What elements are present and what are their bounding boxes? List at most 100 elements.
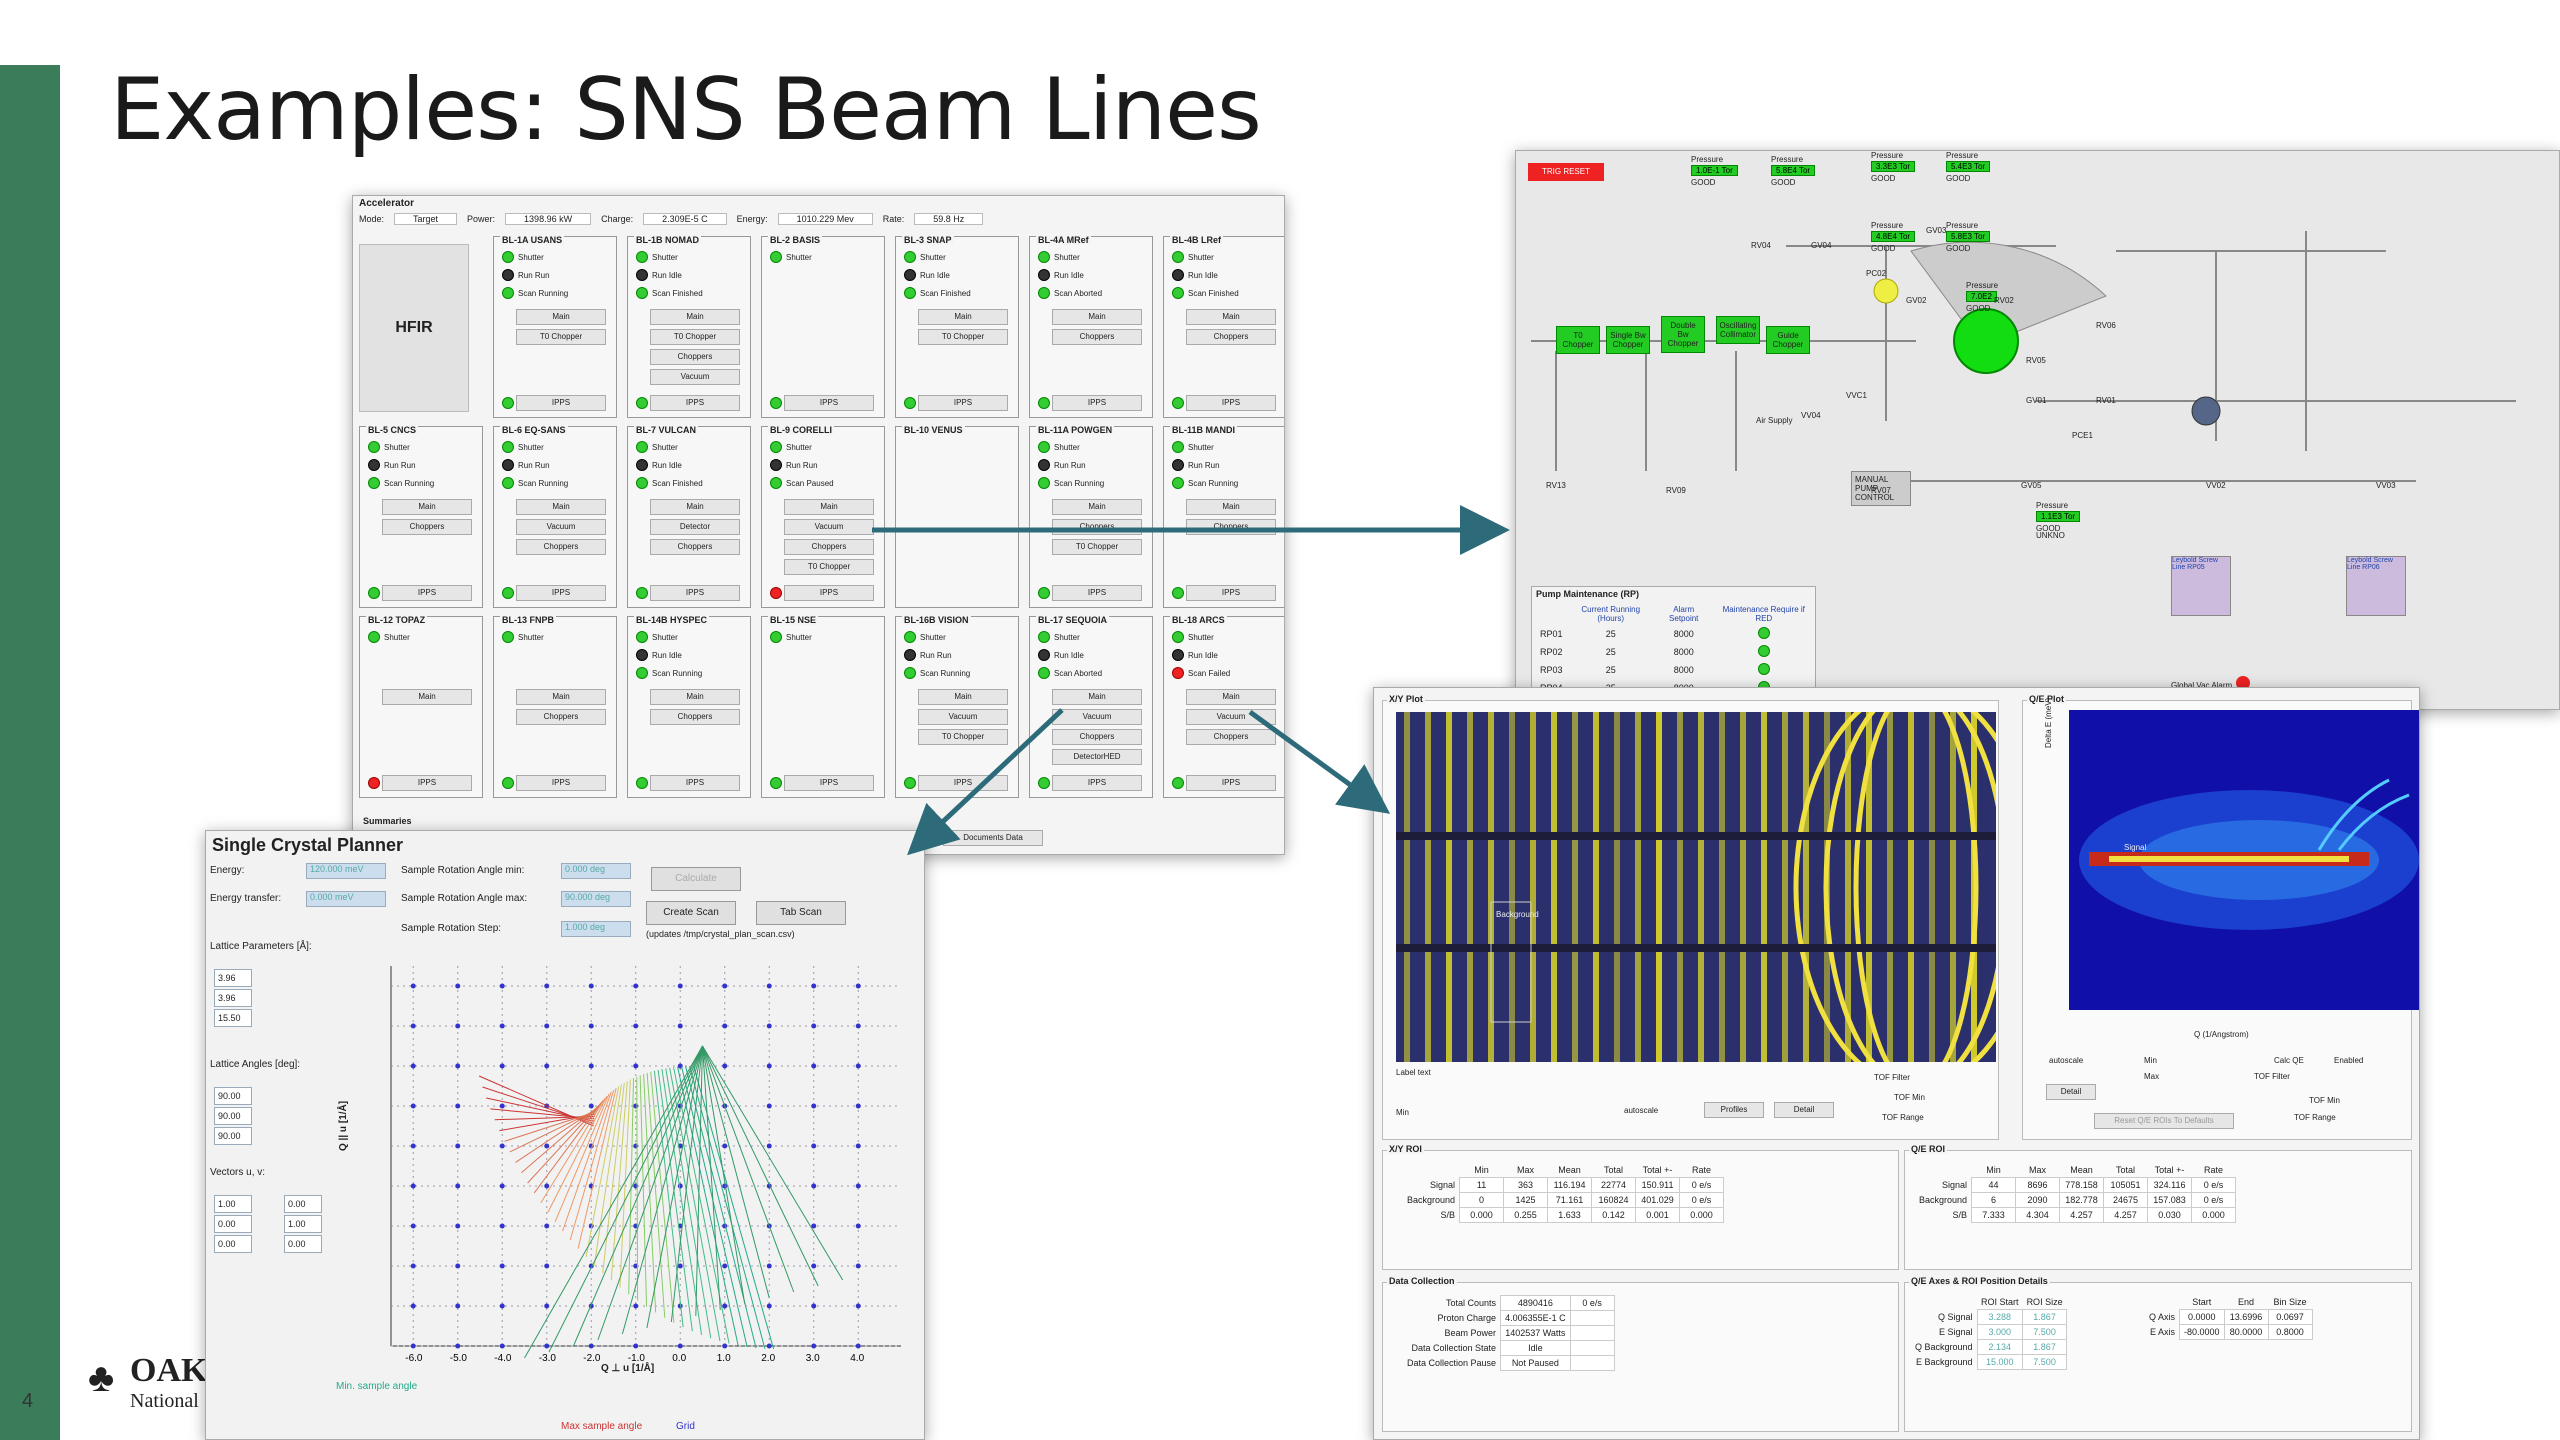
summary-button[interactable]: Documents Data <box>943 830 1043 846</box>
ipps-button[interactable]: IPPS <box>1186 395 1276 411</box>
beamline-button[interactable]: Main <box>516 689 606 705</box>
beamline-button[interactable]: Vacuum <box>784 519 874 535</box>
beamline-button[interactable]: Choppers <box>650 709 740 725</box>
reset-qe-rois-button[interactable]: Reset Q/E ROIs To Defaults <box>2094 1113 2234 1129</box>
ipps-button[interactable]: IPPS <box>1052 585 1142 601</box>
matrix-cell[interactable]: 90.00 <box>214 1107 252 1125</box>
beamline-button[interactable]: Choppers <box>516 709 606 725</box>
beamline-button[interactable]: Choppers <box>1052 729 1142 745</box>
beamline-button[interactable]: Main <box>918 689 1008 705</box>
ipps-button[interactable]: IPPS <box>650 585 740 601</box>
ipps-button[interactable]: IPPS <box>516 775 606 791</box>
calc-qe-enabled[interactable]: Enabled <box>2334 1056 2364 1065</box>
hfir-button[interactable]: HFIR <box>359 244 469 412</box>
pump-status-icon <box>1757 663 1770 675</box>
beamline-button[interactable]: Detector <box>650 519 740 535</box>
beamline-button[interactable]: Main <box>516 499 606 515</box>
matrix-cell[interactable]: 90.00 <box>214 1087 252 1105</box>
ipps-button[interactable]: IPPS <box>1186 775 1276 791</box>
ipps-button[interactable]: IPPS <box>516 395 606 411</box>
matrix-cell[interactable]: 0.00 <box>214 1235 252 1253</box>
beamline-button[interactable]: Main <box>382 689 472 705</box>
beamline-button[interactable]: Main <box>1052 309 1142 325</box>
matrix-cell[interactable]: 0.00 <box>284 1195 322 1213</box>
ipps-button[interactable]: IPPS <box>516 585 606 601</box>
beamline-button[interactable]: Main <box>516 309 606 325</box>
beamline-button[interactable]: Choppers <box>1052 329 1142 345</box>
ipps-button[interactable]: IPPS <box>1052 775 1142 791</box>
xy-autoscale[interactable]: autoscale <box>1624 1106 1659 1115</box>
status-light-icon <box>1172 667 1184 679</box>
qe-autoscale[interactable]: autoscale <box>2049 1056 2084 1065</box>
beamline-button[interactable]: Vacuum <box>650 369 740 385</box>
beamline-button[interactable]: Choppers <box>1186 729 1276 745</box>
ipps-button[interactable]: IPPS <box>784 395 874 411</box>
beamline-button[interactable]: Main <box>650 499 740 515</box>
ipps-button[interactable]: IPPS <box>650 775 740 791</box>
matrix-cell[interactable]: 3.96 <box>214 989 252 1007</box>
matrix-cell[interactable]: 0.00 <box>284 1235 322 1253</box>
energy-transfer-field[interactable]: 0.000 meV <box>306 891 386 907</box>
xy-detector-image[interactable] <box>1396 712 1996 1062</box>
matrix-cell[interactable]: 1.00 <box>284 1215 322 1233</box>
beamline-button[interactable]: T0 Chopper <box>650 329 740 345</box>
beamline-button[interactable]: Choppers <box>382 519 472 535</box>
status-line: Shutter <box>904 251 946 263</box>
xy-detail-button[interactable]: Detail <box>1774 1102 1834 1118</box>
beamline-button[interactable]: T0 Chopper <box>918 329 1008 345</box>
create-scan-button[interactable]: Create Scan <box>646 901 736 925</box>
ipps-button[interactable]: IPPS <box>382 775 472 791</box>
ipps-button[interactable]: IPPS <box>382 585 472 601</box>
ipps-button[interactable]: IPPS <box>784 775 874 791</box>
beamline-button[interactable]: Main <box>784 499 874 515</box>
calculate-button[interactable]: Calculate <box>651 867 741 891</box>
beamline-button[interactable]: T0 Chopper <box>516 329 606 345</box>
qe-min-label: Min <box>2144 1056 2157 1065</box>
beamline-button[interactable]: T0 Chopper <box>1052 539 1142 555</box>
profiles-button[interactable]: Profiles <box>1704 1102 1764 1118</box>
beamline-button[interactable]: T0 Chopper <box>918 729 1008 745</box>
beamline-button[interactable]: Main <box>918 309 1008 325</box>
rotation-step-field[interactable]: 1.000 deg <box>561 921 631 937</box>
qe-detail-button[interactable]: Detail <box>2046 1084 2096 1100</box>
ipps-button[interactable]: IPPS <box>650 395 740 411</box>
ipps-light-icon <box>1172 397 1184 409</box>
matrix-cell[interactable]: 3.96 <box>214 969 252 987</box>
rotation-min-field[interactable]: 0.000 deg <box>561 863 631 879</box>
beamline-button[interactable]: Choppers <box>650 539 740 555</box>
beamline-button[interactable]: Main <box>1186 309 1276 325</box>
ipps-light-icon <box>770 587 782 599</box>
tab-scan-button[interactable]: Tab Scan <box>756 901 846 925</box>
beamline-button[interactable]: DetectorHED <box>1052 749 1142 765</box>
beamline-button[interactable]: T0 Chopper <box>784 559 874 575</box>
matrix-cell[interactable]: 15.50 <box>214 1009 252 1027</box>
ipps-button[interactable]: IPPS <box>1052 395 1142 411</box>
beamline-button[interactable]: Main <box>1186 689 1276 705</box>
ipps-button[interactable]: IPPS <box>784 585 874 601</box>
beamline-button[interactable]: Main <box>1052 689 1142 705</box>
beamline-button[interactable]: Main <box>1186 499 1276 515</box>
rotation-max-field[interactable]: 90.000 deg <box>561 891 631 907</box>
energy-field[interactable]: 120.000 meV <box>306 863 386 879</box>
beamline-button[interactable]: Choppers <box>1186 329 1276 345</box>
beamline-button[interactable]: Choppers <box>516 539 606 555</box>
ipps-button[interactable]: IPPS <box>1186 585 1276 601</box>
beamline-button[interactable]: Choppers <box>784 539 874 555</box>
qe-plot-image[interactable] <box>2069 710 2420 1010</box>
beamline-button[interactable]: Main <box>650 309 740 325</box>
beamline-button[interactable]: Vacuum <box>918 709 1008 725</box>
beamline-button[interactable]: Main <box>1052 499 1142 515</box>
matrix-cell[interactable]: 1.00 <box>214 1195 252 1213</box>
ipps-button[interactable]: IPPS <box>918 395 1008 411</box>
status-light-icon <box>1172 477 1184 489</box>
matrix-cell[interactable]: 0.00 <box>214 1215 252 1233</box>
beamline-button[interactable]: Choppers <box>650 349 740 365</box>
beamline-button[interactable]: Main <box>650 689 740 705</box>
x-tick-label: -5.0 <box>450 1353 468 1364</box>
beamline-button[interactable]: Main <box>382 499 472 515</box>
matrix-cell[interactable]: 90.00 <box>214 1127 252 1145</box>
status-light-icon <box>1038 269 1050 281</box>
beamline-button[interactable]: Vacuum <box>516 519 606 535</box>
